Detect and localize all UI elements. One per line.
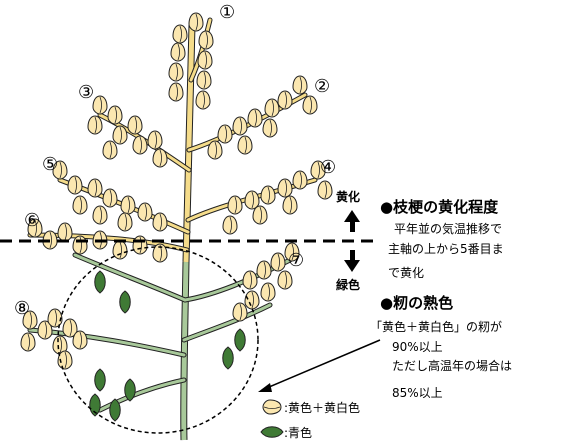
- branch-number-6: ⑥: [24, 210, 41, 231]
- branch-number-1: ①: [219, 2, 236, 23]
- up-arrow: [344, 210, 360, 232]
- branch-number-3: ③: [78, 82, 95, 103]
- section2-line-4: 85%以上: [392, 386, 443, 400]
- pointer-line: [261, 339, 381, 391]
- branch-number-2: ②: [314, 76, 331, 97]
- section1-line-1: 平年並の気温推移で: [394, 222, 503, 236]
- legend-yellow-label: :黄色＋黄白色: [284, 401, 361, 415]
- branch-number-5: ⑤: [42, 154, 59, 175]
- section2-line-2: 90%以上: [392, 340, 443, 354]
- branch-number-7: ⑦: [288, 250, 305, 271]
- pointer-arrowhead: [258, 383, 272, 392]
- section2-line-1: 「黄色＋黄白色」の籾が: [370, 320, 503, 334]
- yellowing-label: 黄化: [336, 190, 361, 204]
- section2-line-3: ただし高温年の場合は: [392, 359, 513, 373]
- down-arrow: [344, 250, 360, 272]
- section2-heading: ●籾の熟色: [380, 294, 454, 312]
- legend-green-label: :青色: [284, 426, 313, 440]
- section1-line-2: 主軸の上から5番目ま: [388, 242, 504, 256]
- branch-number-8: ⑧: [14, 298, 31, 319]
- section1-line-3: で黄化: [388, 266, 425, 280]
- green-area-circle: [57, 246, 259, 434]
- branch-number-4: ④: [320, 157, 337, 178]
- green-label: 緑色: [336, 278, 361, 292]
- section1-heading: ●枝梗の黄化程度: [380, 198, 499, 216]
